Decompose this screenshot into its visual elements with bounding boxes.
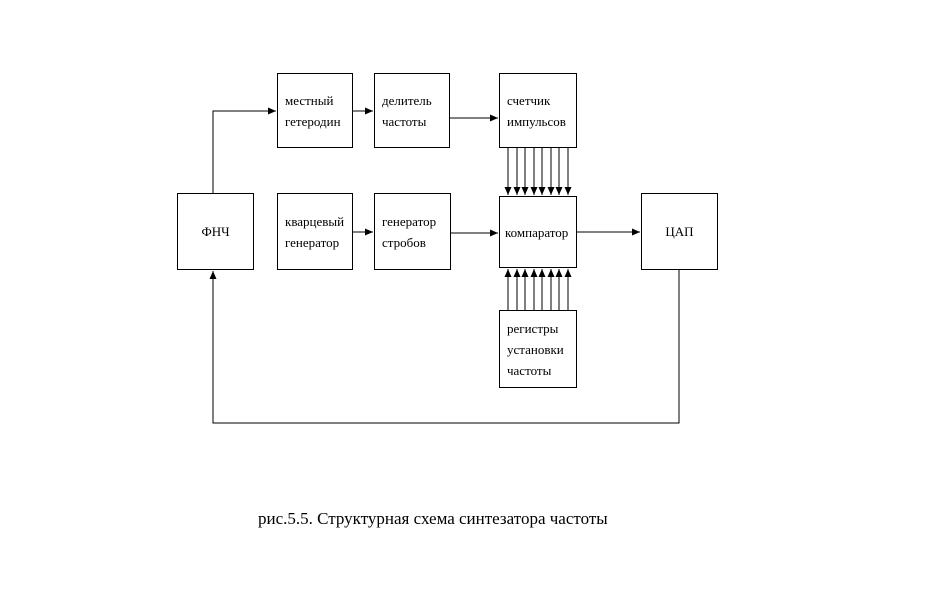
bus-counter-to-comparator [504, 148, 572, 195]
block-dac: ЦАП [641, 193, 718, 270]
block-label-line: установки [507, 341, 564, 357]
block-pulse-counter: счетчик импульсов [499, 73, 577, 148]
block-label-line: импульсов [507, 113, 566, 129]
block-label-line: гетеродин [285, 113, 341, 129]
block-label-line: компаратор [505, 224, 569, 240]
block-label-line: делитель [382, 92, 432, 108]
block-label-line: генератор [382, 213, 437, 229]
block-frequency-divider: делитель частоты [374, 73, 450, 148]
block-lpf: ФНЧ [177, 193, 254, 270]
block-label-line: ЦАП [665, 224, 694, 239]
block-label-line: стробов [382, 234, 426, 250]
feedback-dac-to-lpf [209, 270, 680, 424]
block-frequency-registers: регистры установки частоты [499, 310, 577, 388]
block-comparator: компаратор [499, 196, 577, 268]
block-quartz-oscillator: кварцевый генератор [277, 193, 353, 270]
figure-caption: рис.5.5. Структурная схема синтезатора ч… [258, 509, 608, 528]
block-label-line: местный [285, 92, 334, 108]
block-label-line: генератор [285, 234, 340, 250]
block-label-line: частоты [507, 362, 552, 378]
arrow-lpf-to-oscillator [212, 107, 276, 193]
block-label-line: регистры [507, 320, 559, 336]
block-label-line: кварцевый [285, 213, 345, 229]
block-local-oscillator: местный гетеродин [277, 73, 353, 148]
block-label-line: ФНЧ [201, 224, 230, 239]
block-strobe-generator: генератор стробов [374, 193, 451, 270]
block-label-line: частоты [382, 113, 427, 129]
bus-registers-to-comparator [504, 269, 572, 310]
block-label-line: счетчик [507, 92, 551, 108]
